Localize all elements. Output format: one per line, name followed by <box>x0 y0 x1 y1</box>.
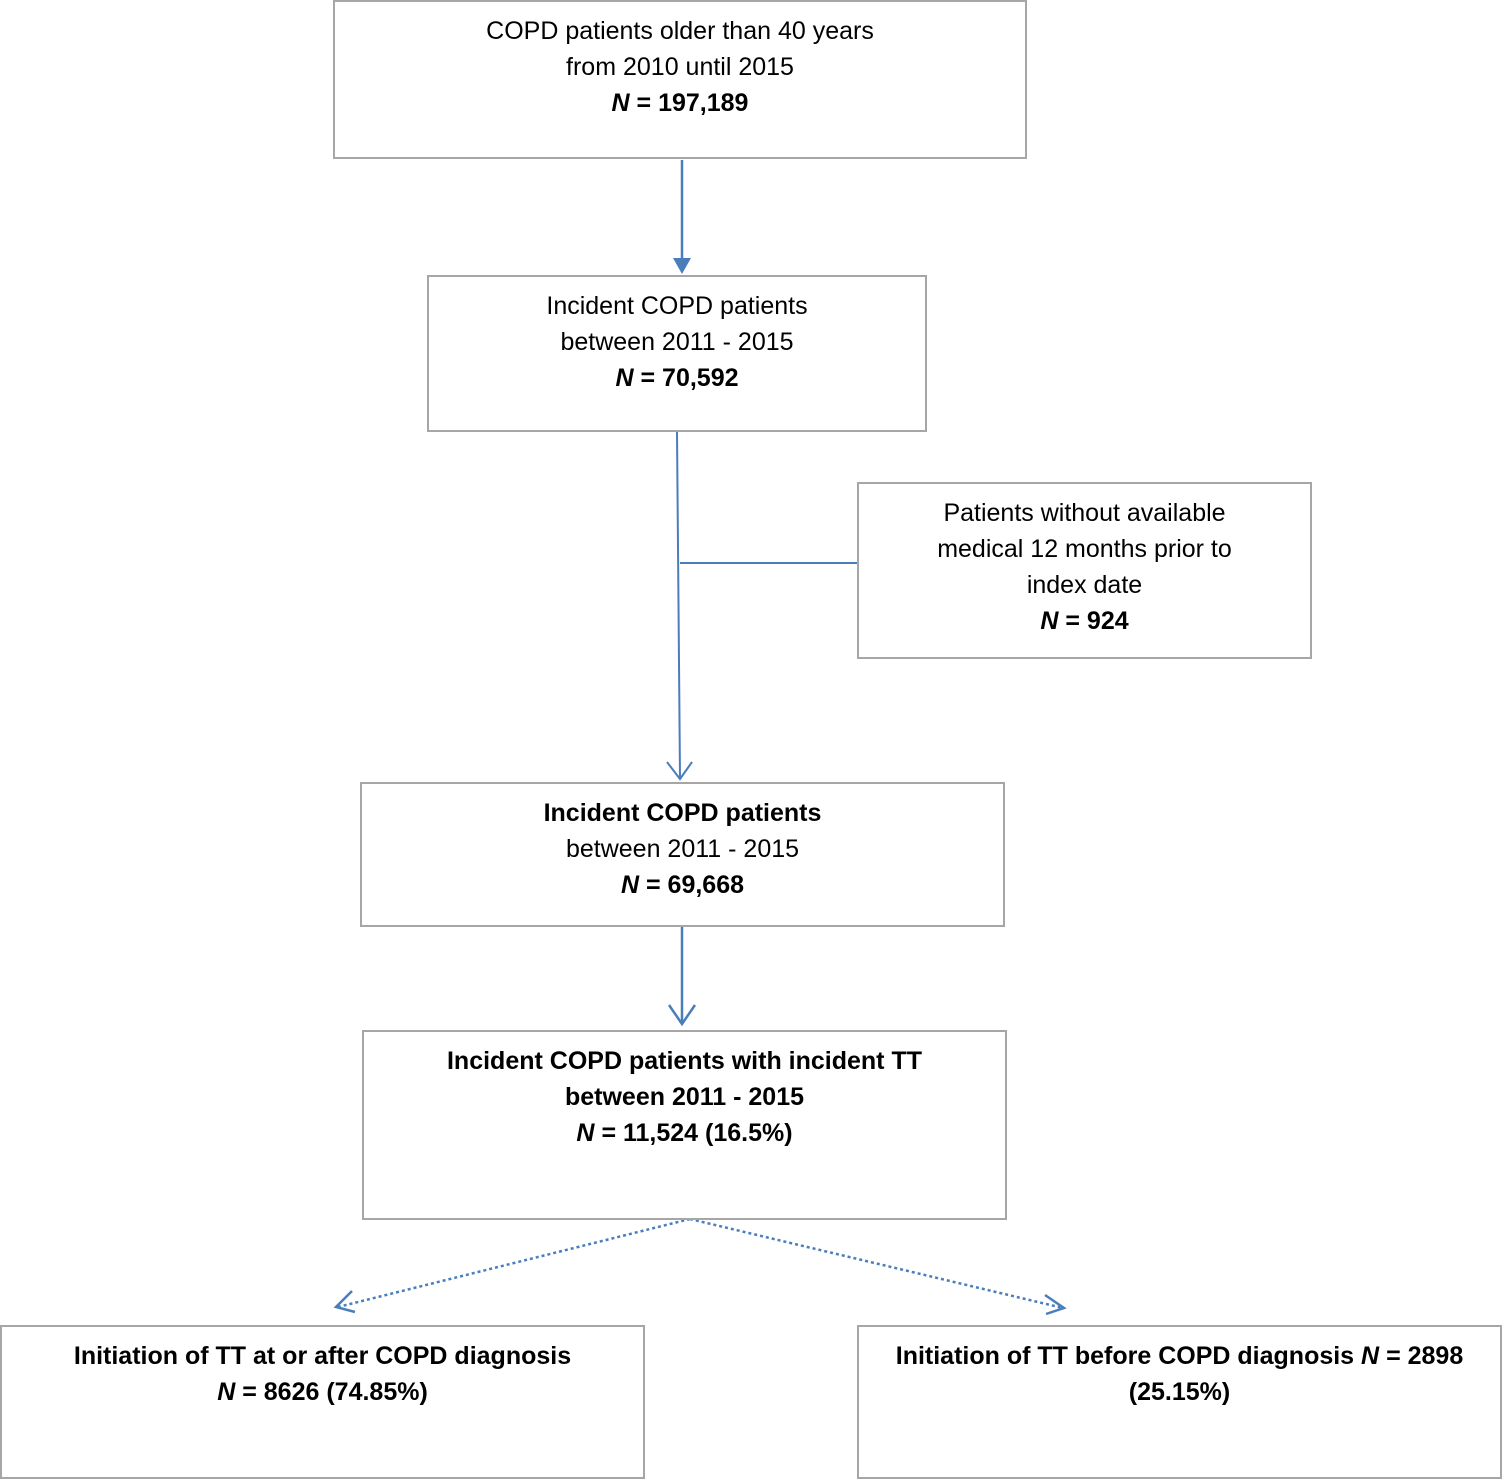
box4-line1: Incident COPD patients with incident TT <box>446 1047 922 1075</box>
box4-n-label: N <box>576 1119 595 1147</box>
box4-n-value: = 11,524 (16.5%) <box>601 1119 793 1147</box>
box3-line1: Incident COPD patients <box>543 799 822 827</box>
exclusion-count: N = 924 <box>859 603 1310 639</box>
box2-count: N = 70,592 <box>429 360 925 396</box>
exclusion-line3: index date <box>1026 571 1143 599</box>
box5-count: N = 8626 (74.85%) <box>2 1374 643 1410</box>
box-copd-patients-over-40: COPD patients older than 40 years from 2… <box>333 0 1027 159</box>
dotted-arrow-box4-to-box5 <box>337 1217 691 1309</box>
box5-line1: Initiation of TT at or after COPD diagno… <box>73 1342 572 1370</box>
box2-line1: Incident COPD patients <box>546 292 808 320</box>
box6-line1: Initiation of TT before COPD diagnosis <box>895 1342 1355 1370</box>
box-incident-copd-patients: Incident COPD patients between 2011 - 20… <box>427 275 927 432</box>
box3-count: N = 69,668 <box>362 867 1003 903</box>
box3-n-label: N <box>620 871 640 899</box>
box-exclusion-no-medical-history: Patients without available medical 12 mo… <box>857 482 1312 659</box>
box6-line2: (25.15%) <box>1128 1378 1231 1406</box>
box-tt-at-or-after-diagnosis: Initiation of TT at or after COPD diagno… <box>0 1325 645 1479</box>
box5-n-value: = 8626 (74.85%) <box>242 1378 428 1406</box>
box2-n-label: N <box>615 364 634 392</box>
box4-count: N = 11,524 (16.5%) <box>364 1115 1005 1151</box>
box3-line2: between 2011 - 2015 <box>565 835 800 863</box>
box2-n-value: = 70,592 <box>640 364 739 392</box>
box6-n-value: = 2898 <box>1386 1342 1464 1370</box>
exclusion-line2: medical 12 months prior to <box>937 535 1232 563</box>
box1-count: N = 197,189 <box>335 85 1025 121</box>
arrowhead-box1-to-box2 <box>673 258 691 274</box>
box1-line1: COPD patients older than 40 years <box>486 17 874 45</box>
box1-line2: from 2010 until 2015 <box>566 53 794 81</box>
exclusion-line1: Patients without available <box>943 499 1226 527</box>
arrowhead-box2-to-box3 <box>666 761 693 781</box>
box-tt-before-diagnosis: Initiation of TT before COPD diagnosis N… <box>857 1325 1502 1479</box>
box1-n-label: N <box>611 89 630 117</box>
box-incident-copd-patients-final: Incident COPD patients between 2011 - 20… <box>360 782 1005 927</box>
box4-line2: between 2011 - 2015 <box>564 1083 805 1111</box>
arrow-box2-to-box3 <box>676 431 681 779</box>
arrowhead-box4-to-box5 <box>333 1290 356 1314</box>
box5-n-label: N <box>217 1378 236 1406</box>
exclusion-n-label: N <box>1040 607 1059 635</box>
box3-n-value: = 69,668 <box>646 871 745 899</box>
box-incident-copd-with-tt: Incident COPD patients with incident TT … <box>362 1030 1007 1220</box>
box2-line2: between 2011 - 2015 <box>560 328 794 356</box>
arrowhead-box3-to-box4 <box>667 1004 697 1027</box>
box6-n-label: N <box>1361 1342 1380 1370</box>
box1-n-value: = 197,189 <box>636 89 749 117</box>
arrowhead-box4-to-box6 <box>1044 1293 1067 1316</box>
exclusion-n-value: = 924 <box>1065 607 1129 635</box>
box6-line1-row: Initiation of TT before COPD diagnosis N… <box>859 1338 1500 1374</box>
dotted-arrow-box4-to-box6 <box>689 1217 1064 1310</box>
